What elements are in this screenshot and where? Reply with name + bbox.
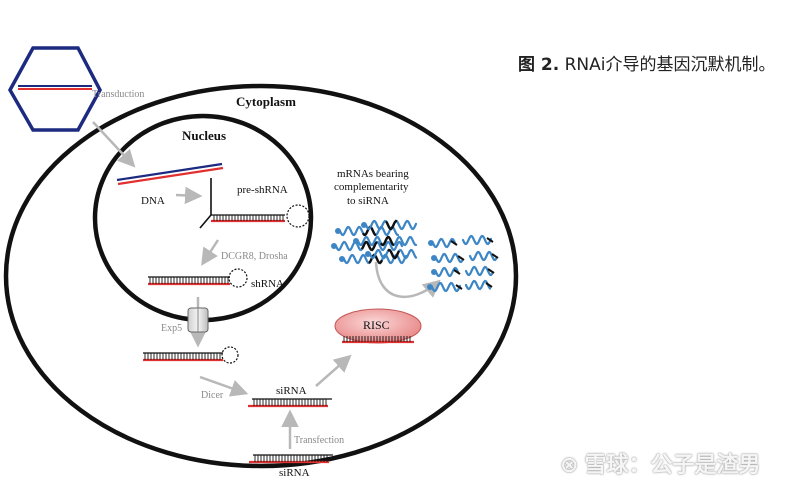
transcription-arrow — [175, 186, 203, 205]
base-pair-rungs — [213, 215, 284, 221]
figure-number: 图 2. — [518, 55, 560, 75]
base-pair-rungs — [254, 455, 328, 462]
mrna-label-line3: to siRNA — [347, 195, 389, 207]
figure-caption: 图 2. RNAi介导的基因沉默机制。 — [518, 50, 800, 75]
base-pair-rungs — [253, 399, 327, 406]
transduction-label: Transduction — [92, 89, 144, 100]
dicer-arrow — [199, 375, 249, 397]
cleaved-mrnas — [427, 234, 499, 293]
figure-caption-text: RNAi介导的基因沉默机制。 — [559, 55, 776, 75]
dcgr8-drosha-label: DCGR8, Drosha — [221, 251, 288, 262]
dna-strand — [116, 162, 224, 186]
dna-label: DNA — [141, 195, 165, 207]
transduction-arrow — [92, 121, 136, 168]
base-pair-rungs — [149, 277, 229, 284]
cytoplasmic-shrna — [143, 346, 239, 364]
mrna-label-line2: complementarity — [334, 181, 409, 193]
sirna-duplex-bottom — [249, 454, 333, 464]
watermark-text: 雪球：公子是渣男 — [584, 453, 761, 478]
cleavage-arrow — [374, 261, 441, 298]
processing-arrow — [201, 239, 220, 266]
base-pair-rungs — [343, 336, 411, 342]
exportin-5-pore — [187, 307, 209, 333]
snowball-logo-icon: ⊗ — [560, 453, 579, 478]
shrna-hairpin — [148, 268, 248, 288]
base-pair-rungs — [144, 353, 221, 360]
intact-mrnas — [331, 219, 418, 265]
shrna-label: shRNA — [251, 278, 284, 290]
sirna-mid-label: siRNA — [276, 385, 307, 397]
cell-membrane — [3, 83, 519, 469]
transfection-label: Transfection — [294, 435, 344, 446]
dicer-label: Dicer — [201, 390, 224, 401]
risc-loading-arrow — [315, 354, 352, 387]
sirna-bottom-label: siRNA — [279, 467, 310, 479]
pre-shrna-hairpin — [199, 178, 310, 229]
exp5-label: Exp5 — [161, 323, 182, 334]
cytoplasm-label: Cytoplasm — [236, 94, 296, 109]
risc-complex — [334, 308, 422, 344]
risc-label: RISC — [363, 318, 390, 332]
virus-capsid — [7, 46, 102, 132]
sirna-duplex-mid — [248, 398, 332, 408]
nucleus-label: Nucleus — [182, 128, 226, 143]
mrna-label-line1: mRNAs bearing — [337, 168, 409, 180]
pre-shrna-label: pre-shRNA — [237, 184, 288, 196]
watermark: ⊗雪球：公子是渣男 — [560, 447, 760, 479]
